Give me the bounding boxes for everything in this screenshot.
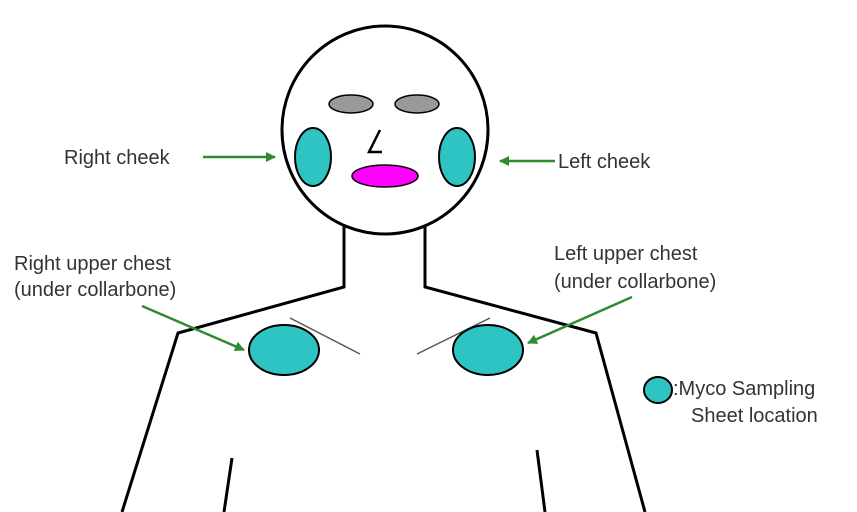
mouth: [352, 165, 418, 187]
left-upper-chest-label-line1: Left upper chest: [554, 242, 697, 266]
right-cheek-label: Right cheek: [64, 146, 170, 170]
left-chest-spot: [453, 325, 523, 375]
right-eye: [329, 95, 373, 113]
legend-swatch: [644, 377, 672, 403]
left-arm-line: [224, 458, 232, 512]
left-upper-chest-label-line2: (under collarbone): [554, 270, 716, 294]
legend-label-line1: :Myco Sampling: [673, 377, 815, 401]
right-upper-chest-label-line1: Right upper chest: [14, 252, 171, 276]
right-chest-spot: [249, 325, 319, 375]
left-cheek-label: Left cheek: [558, 150, 650, 174]
left-cheek-spot: [439, 128, 475, 186]
right-chest-arrow: [142, 306, 244, 350]
legend-label-line2: Sheet location: [691, 404, 818, 428]
right-cheek-spot: [295, 128, 331, 186]
body-outline: [122, 224, 645, 512]
left-eye: [395, 95, 439, 113]
right-upper-chest-label-line2: (under collarbone): [14, 278, 176, 302]
right-arm-line: [537, 450, 545, 512]
